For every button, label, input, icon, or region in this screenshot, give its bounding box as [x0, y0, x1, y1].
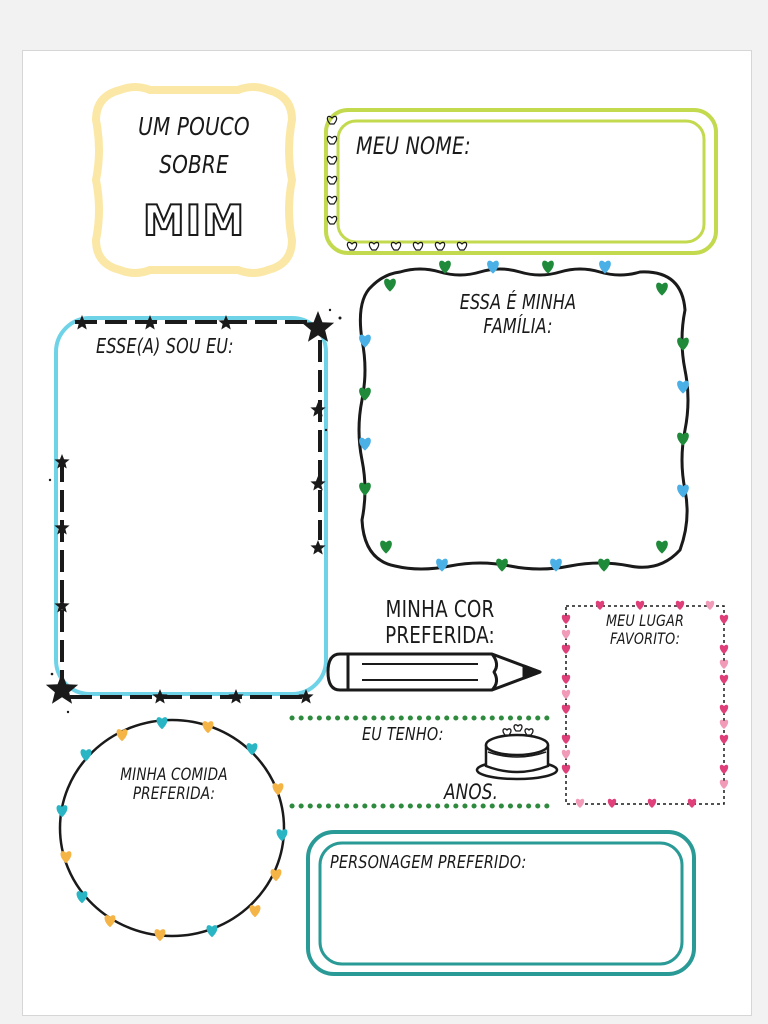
title-badge-frame [91, 83, 297, 277]
place-frame [561, 600, 729, 808]
family-label: ESSA É MINHA FAMÍLIA: [459, 290, 577, 338]
food-label: MINHA COMIDA PREFERIDA: [120, 765, 228, 804]
name-label: MEU NOME: [356, 132, 471, 160]
worksheet-page [22, 50, 752, 1016]
self-label: ESSE(A) SOU EU: [96, 334, 234, 358]
food-frame [56, 717, 288, 942]
title-line-1: UM POUCO [138, 112, 250, 141]
character-box-frame [306, 830, 696, 976]
cake-illustration [475, 724, 559, 781]
title-line-3: MIM [142, 195, 246, 246]
age-unit-label: ANOS. [444, 780, 499, 804]
name-box-frame [324, 108, 718, 255]
name-box-heart-corner [326, 115, 468, 251]
family-frame [357, 260, 690, 572]
age-dotted-lines [289, 715, 551, 809]
place-label: MEU LUGAR FAVORITO: [605, 611, 685, 649]
self-portrait-frame [45, 308, 342, 714]
pencil-illustration [326, 652, 542, 692]
color-label: MINHA COR PREFERIDA: [385, 597, 495, 650]
age-label: EU TENHO: [362, 724, 444, 745]
title-line-2: SOBRE [159, 150, 229, 179]
character-label: PERSONAGEM PREFERIDO: [330, 852, 527, 873]
